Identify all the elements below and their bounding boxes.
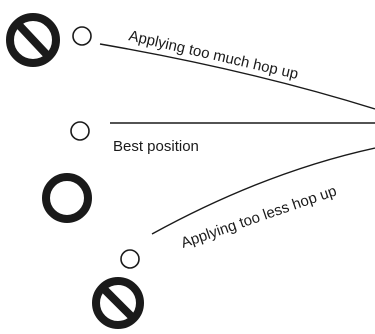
label-best: Best position — [113, 138, 199, 155]
label-too-less: Applying too less hop up — [179, 182, 339, 251]
bb-circle-icon — [120, 249, 140, 269]
bb-circle-icon — [72, 26, 92, 46]
trajectory-too-less — [151, 147, 375, 235]
bb-circle-icon — [70, 121, 90, 141]
prohibited-icon — [6, 13, 60, 67]
label-too-much: Applying too much hop up — [127, 27, 300, 83]
prohibited-icon — [92, 277, 144, 329]
trajectory-too-much — [99, 43, 375, 110]
approved-ring-icon — [42, 173, 92, 223]
